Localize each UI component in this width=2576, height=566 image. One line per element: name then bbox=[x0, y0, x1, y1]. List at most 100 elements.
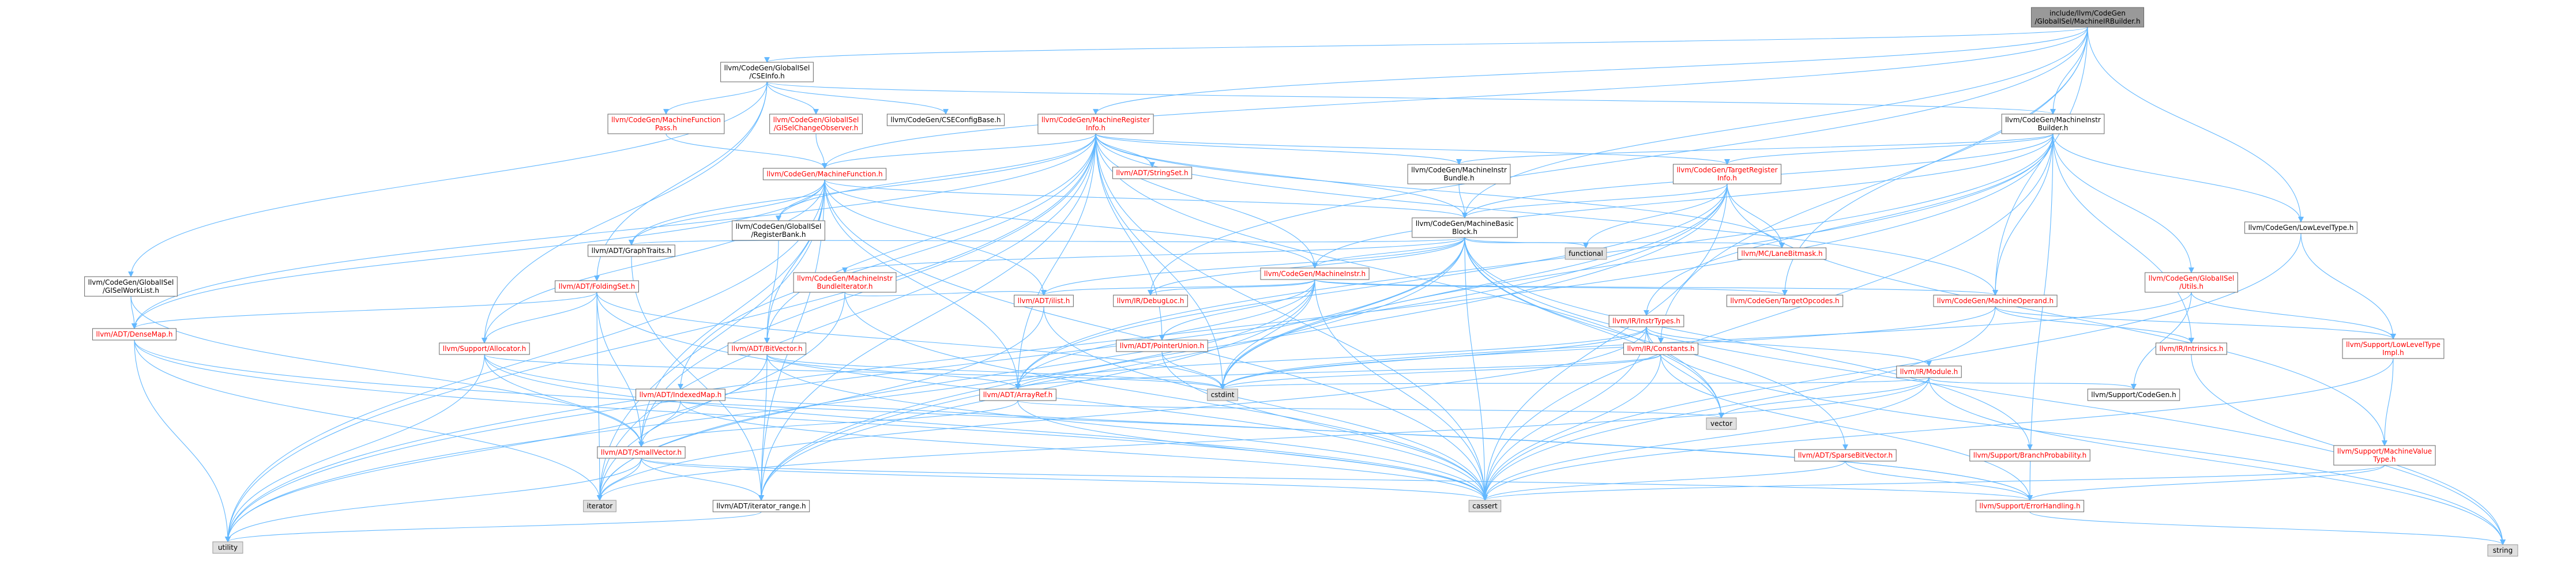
edge-mo-to-cassert bbox=[1482, 306, 1996, 501]
node-box bbox=[1014, 295, 1074, 307]
edge-mbb-to-lanebitmask bbox=[1464, 237, 1785, 248]
node-llvm-adt-foldingset-h[interactable]: llvm/ADT/FoldingSet.h bbox=[555, 280, 639, 293]
node-label-line: llvm/CodeGen/GlobalISel bbox=[88, 278, 174, 286]
node-llvm-ir-debugloc-h[interactable]: llvm/IR/DebugLoc.h bbox=[1113, 295, 1188, 307]
node-llvm-codegen-globalisel-utils-h[interactable]: llvm/CodeGen/GlobalISel/Utils.h bbox=[2145, 272, 2238, 293]
edge-ptrunion-to-cassert bbox=[1161, 351, 1488, 501]
node-box bbox=[583, 500, 616, 512]
node-llvm-support-codegen-h[interactable]: llvm/Support/CodeGen.h bbox=[2087, 388, 2180, 401]
node-llvm-adt-ilist-h[interactable]: llvm/ADT/ilist.h bbox=[1014, 295, 1074, 307]
edge-mri-to-regbank bbox=[776, 133, 1096, 221]
node-llvm-ir-instrtypes-h[interactable]: llvm/IR/InstrTypes.h bbox=[1608, 315, 1684, 327]
node-llvm-adt-sparsebitvector-h[interactable]: llvm/ADT/SparseBitVector.h bbox=[1794, 449, 1897, 462]
node-llvm-support-branchprobability-h[interactable]: llvm/Support/BranchProbability.h bbox=[1969, 449, 2090, 462]
node-llvm-codegen-targetopcodes-h[interactable]: llvm/CodeGen/TargetOpcodes.h bbox=[1726, 295, 1844, 307]
node-llvm-ir-constants-h[interactable]: llvm/IR/Constants.h bbox=[1623, 342, 1699, 355]
edge-mib-to-giutils bbox=[2052, 133, 2194, 273]
node-box bbox=[1726, 295, 1844, 307]
edge-mibundle-to-mbb bbox=[1458, 183, 1468, 218]
edge-giutils-to-lltimpl bbox=[2191, 292, 2396, 339]
edge-mbb-to-cassert bbox=[1464, 237, 1488, 501]
node-llvm-adt-arrayref-h[interactable]: llvm/ADT/ArrayRef.h bbox=[979, 388, 1056, 401]
node-label-line: cassert bbox=[1472, 502, 1498, 510]
node-llvm-adt-graphtraits-h[interactable]: llvm/ADT/GraphTraits.h bbox=[588, 244, 675, 257]
node-label-line: llvm/CodeGen/GlobalISel bbox=[2149, 274, 2235, 282]
node-llvm-ir-module-h[interactable]: llvm/IR/Module.h bbox=[1896, 365, 1962, 378]
edge-module-to-iterator bbox=[597, 377, 1930, 501]
node-label-line: llvm/ADT/ArrayRef.h bbox=[983, 391, 1053, 399]
edge-mib-to-cstdint bbox=[1220, 133, 2054, 390]
node-box bbox=[212, 541, 243, 554]
edge-errorhandling-to-string bbox=[2029, 511, 2506, 545]
node-llvm-codegen-machineinstr-h[interactable]: llvm/CodeGen/MachineInstr.h bbox=[1260, 267, 1370, 280]
edge-root-to-debugloc bbox=[1148, 27, 2088, 296]
node-llvm-support-allocator-h[interactable]: llvm/Support/Allocator.h bbox=[439, 342, 530, 355]
edge-mbb-to-string bbox=[1464, 237, 2506, 545]
node-box bbox=[2001, 114, 2105, 134]
edge-mibundleiter-to-cassert bbox=[844, 292, 1488, 501]
node-llvm-codegen-machineoperand-h[interactable]: llvm/CodeGen/MachineOperand.h bbox=[1933, 295, 2058, 307]
node-label-line: llvm/ADT/PointerUnion.h bbox=[1120, 342, 1205, 350]
edge-mf-to-allocator bbox=[482, 179, 825, 344]
edge-bitvector-to-cstdint bbox=[766, 354, 1225, 390]
node-llvm-codegen-globalisel-registerbank-h[interactable]: llvm/CodeGen/GlobalISel/RegisterBank.h bbox=[732, 220, 825, 241]
node-llvm-ir-intrinsics-h[interactable]: llvm/IR/Intrinsics.h bbox=[2156, 342, 2227, 355]
edge-root-to-lowlevel bbox=[2087, 27, 2304, 222]
node-llvm-codegen-machineinstrbundleiterator-h[interactable]: llvm/CodeGen/MachineInstrBundleIterator.… bbox=[793, 272, 897, 293]
node-label-line: llvm/Support/BranchProbability.h bbox=[1973, 451, 2086, 459]
node-label-line: llvm/IR/InstrTypes.h bbox=[1612, 317, 1680, 325]
edge-mbb-to-vector bbox=[1464, 237, 1724, 418]
edge-mi-to-cassert bbox=[1314, 279, 1488, 501]
edge-mri-to-indexedmap bbox=[678, 133, 1096, 390]
node-llvm-codegen-globalisel-giselworklist-h[interactable]: llvm/CodeGen/GlobalISel/GISelWorkList.h bbox=[84, 276, 178, 297]
edge-instrtypes-to-vector bbox=[1646, 326, 1724, 418]
edge-constants-to-cassert bbox=[1482, 354, 1661, 501]
edges-layer bbox=[128, 27, 2506, 545]
node-llvm-adt-iterator-range-h[interactable]: llvm/ADT/iterator_range.h bbox=[712, 500, 810, 512]
node-label-line: llvm/ADT/ilist.h bbox=[1018, 297, 1070, 305]
node-label-line: llvm/ADT/DenseMap.h bbox=[96, 330, 173, 338]
edge-cseinfo-to-mfpass bbox=[663, 81, 768, 115]
node-llvm-codegen-globalisel-cseinfo-h[interactable]: llvm/CodeGen/GlobalISel/CSEInfo.h bbox=[720, 62, 814, 82]
node-llvm-codegen-cseconfigbase-h[interactable]: llvm/CodeGen/CSEConfigBase.h bbox=[886, 114, 1005, 126]
edge-mf-to-densemap bbox=[131, 179, 825, 329]
node-label-line: llvm/Support/LowLevelType bbox=[2346, 341, 2440, 349]
node-llvm-codegen-machinefunction-h[interactable]: llvm/CodeGen/MachineFunction.h bbox=[762, 168, 887, 180]
node-llvm-adt-stringset-h[interactable]: llvm/ADT/StringSet.h bbox=[1112, 167, 1193, 179]
node-llvm-adt-bitvector-h[interactable]: llvm/ADT/BitVector.h bbox=[727, 342, 807, 355]
node-box bbox=[886, 114, 1005, 126]
node-llvm-adt-pointerunion-h[interactable]: llvm/ADT/PointerUnion.h bbox=[1116, 339, 1208, 352]
node-llvm-adt-densemap-h[interactable]: llvm/ADT/DenseMap.h bbox=[92, 328, 176, 341]
node-label-line: llvm/IR/Constants.h bbox=[1627, 345, 1694, 353]
node-box bbox=[1672, 164, 1782, 184]
edge-indexedmap-to-smallvector bbox=[638, 400, 681, 447]
edge-instrtypes-to-iterator bbox=[597, 326, 1647, 501]
node-label-line: llvm/CodeGen/MachineOperand.h bbox=[1937, 297, 2054, 305]
node-llvm-support-errorhandling-h[interactable]: llvm/Support/ErrorHandling.h bbox=[1975, 500, 2085, 512]
node-llvm-codegen-globalisel-giselchangeobserver-h[interactable]: llvm/CodeGen/GlobalISel/GISelChangeObser… bbox=[769, 114, 863, 134]
node-label-line: Type.h bbox=[2373, 455, 2396, 463]
edge-mi-to-ptrunion bbox=[1159, 279, 1315, 341]
edge-mib-to-mibundle bbox=[1456, 133, 2054, 165]
node-label-line: llvm/CodeGen/GlobalISel bbox=[724, 64, 810, 72]
node-llvm-adt-smallvector-h[interactable]: llvm/ADT/SmallVector.h bbox=[597, 446, 686, 459]
edge-instrtypes-to-module bbox=[1646, 326, 1932, 367]
edge-sparsebit-to-cassert bbox=[1482, 461, 1846, 501]
node-label-line: llvm/CodeGen/TargetOpcodes.h bbox=[1730, 297, 1839, 305]
node-label-line: llvm/IR/DebugLoc.h bbox=[1117, 297, 1184, 305]
edge-smallvector-to-utility bbox=[225, 458, 642, 542]
node-label-line: include/llvm/CodeGen bbox=[2049, 9, 2126, 17]
node-llvm-codegen-lowleveltype-h[interactable]: llvm/CodeGen/LowLevelType.h bbox=[2244, 221, 2357, 234]
edge-mo-to-intrinsics bbox=[1995, 306, 2194, 344]
node-llvm-mc-lanebitmask-h[interactable]: llvm/MC/LaneBitmask.h bbox=[1737, 247, 1827, 260]
edge-mbb-to-mibundleiter bbox=[842, 237, 1465, 273]
node-llvm-adt-indexedmap-h[interactable]: llvm/ADT/IndexedMap.h bbox=[635, 388, 725, 401]
